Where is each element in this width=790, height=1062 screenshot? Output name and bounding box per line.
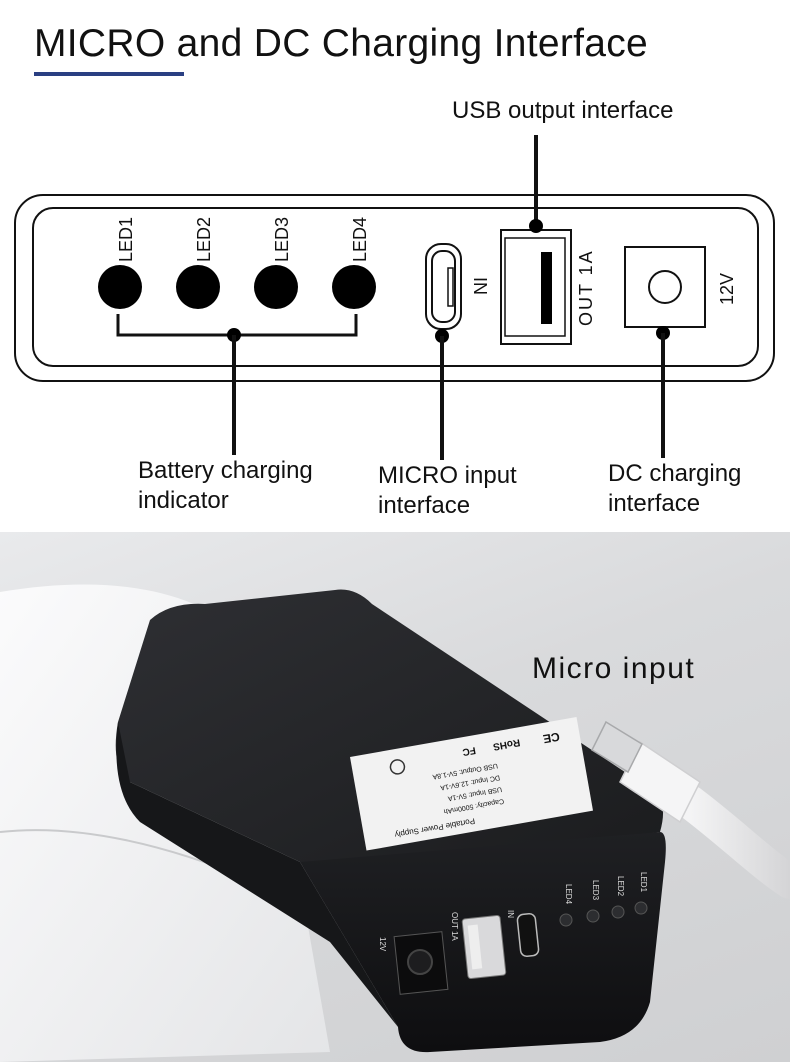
label-sticker	[350, 717, 594, 851]
dc-callout-line-1: DC charging	[608, 460, 742, 487]
device-led-2	[611, 905, 625, 919]
battery-indicator-callout: Battery charging indicator	[138, 456, 313, 516]
led-4: LED4	[332, 217, 376, 309]
led-3-label: LED3	[272, 217, 292, 262]
dc-jack-label: 12V	[717, 273, 737, 305]
page-title: MICRO and DC Charging Interface	[34, 22, 649, 65]
led-1-label: LED1	[116, 217, 136, 262]
led-2-dot	[176, 265, 220, 309]
battery-callout-line-1: Battery charging	[138, 457, 313, 484]
micro-port-tongue	[447, 267, 454, 307]
device-12v-label: 12V	[378, 937, 387, 952]
led-2-label: LED2	[194, 217, 214, 262]
device-usb-tongue	[467, 924, 483, 970]
usb-port-label: OUT 1A	[576, 249, 596, 326]
product-photo: Portable Power Supply Capacity: 5000mAh …	[0, 532, 790, 1062]
micro-port-label: IN	[470, 277, 490, 295]
micro-usb-port: IN	[425, 243, 490, 330]
micro-input-caption: Micro input	[532, 652, 696, 685]
led-2: LED2	[176, 217, 220, 309]
device-in-label: IN	[506, 910, 515, 918]
led-1-dot	[98, 265, 142, 309]
label-mark-rohs: RoHS	[492, 736, 521, 752]
device-led-1-label: LED1	[639, 872, 648, 893]
device-usb-port	[461, 914, 507, 980]
micro-usb-cable	[591, 720, 790, 899]
label-mark-fc: FC	[462, 744, 477, 757]
power-bank-left-side	[116, 722, 398, 1027]
device-led-3	[586, 909, 600, 923]
led-3-dot	[254, 265, 298, 309]
usb-output-callout: USB output interface	[452, 97, 674, 124]
led-3: LED3	[254, 217, 298, 309]
title-underline	[34, 72, 184, 76]
device-led-3-label: LED3	[591, 880, 600, 901]
dc-jack: 12V	[624, 246, 737, 328]
device-dc-hole	[407, 949, 433, 975]
panel-outer-frame	[14, 194, 775, 382]
usb-port-tongue	[541, 252, 552, 324]
panel-inner-frame	[32, 207, 759, 367]
power-bank: Portable Power Supply Capacity: 5000mAh …	[115, 589, 666, 1053]
device-led-4	[559, 913, 573, 927]
led-1: LED1	[98, 217, 142, 309]
device-led-4-label: LED4	[564, 884, 573, 905]
micro-callout-line-2: interface	[378, 492, 471, 519]
dc-callout-line-2: interface	[608, 490, 701, 517]
interface-panel-diagram: LED1 LED2 LED3 LED4 IN OUT 1A 12V	[14, 135, 775, 460]
dc-jack-hole	[648, 270, 682, 304]
usb-output-port: OUT 1A	[500, 229, 596, 345]
micro-callout-line-1: MICRO input	[378, 462, 517, 489]
usb-leader-dot	[529, 219, 543, 233]
label-mark-ce: CE	[542, 729, 561, 746]
cable-wire	[673, 785, 790, 899]
device-micro-port	[516, 913, 540, 957]
led-4-dot	[332, 265, 376, 309]
dc-charging-callout: DC charging interface	[608, 459, 741, 519]
battery-callout-line-2: indicator	[138, 487, 229, 514]
cable-connector	[591, 720, 643, 774]
micro-input-callout: MICRO input interface	[378, 461, 517, 521]
recycle-icon	[389, 759, 406, 775]
device-led-2-label: LED2	[616, 876, 625, 897]
device-out-label: OUT 1A	[450, 912, 459, 941]
device-led-1	[634, 901, 648, 915]
usb-port-inner	[504, 237, 566, 337]
power-bank-label: Portable Power Supply Capacity: 5000mAh …	[350, 717, 594, 851]
product-photo-illustration: Portable Power Supply Capacity: 5000mAh …	[0, 584, 790, 1062]
led-4-label: LED4	[350, 217, 370, 262]
